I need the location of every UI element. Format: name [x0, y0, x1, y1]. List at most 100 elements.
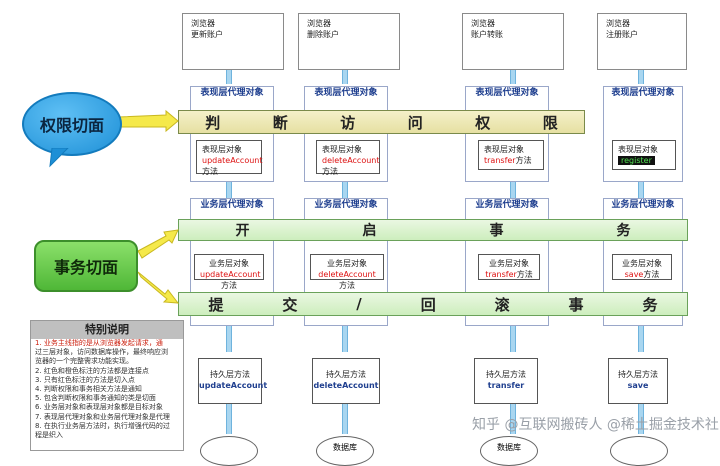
proxy-title: 表现层代理对象 [200, 88, 264, 98]
flow-arrow [226, 70, 232, 84]
auth-check-band: 判 断 访 问 权 限 [178, 110, 585, 134]
proxy-title: 表现层代理对象 [611, 88, 675, 98]
obj-method: updateAccount [202, 156, 263, 165]
pointer-arrow-open [137, 229, 179, 259]
flow-arrow [510, 182, 516, 198]
obj-suffix: 方法 [515, 156, 532, 165]
dao-label: 持久层方法 [486, 370, 526, 379]
dao-label: 持久层方法 [618, 370, 658, 379]
obj-label: 表现层对象 [202, 145, 242, 154]
special-note: 特别说明 1. 业务主线指的是从浏览器发起请求，通 过三层对象，访问数据库操作，… [30, 320, 184, 451]
obj-method: updateAccount [200, 270, 261, 279]
pointer-arrow-auth [117, 109, 179, 133]
note-line: 7. 表现层代理对象和业务层代理对象是代理 [35, 412, 170, 421]
band-char: 断 [272, 113, 288, 132]
commit-rollback-band: 提 交 / 回 滚 事 务 [178, 292, 688, 316]
browser-action: 更新账户 [191, 30, 223, 39]
band-char: 务 [642, 295, 658, 314]
browser-action: 账户转账 [471, 30, 503, 39]
dao-method: save [627, 381, 649, 390]
browser-label: 浏览器 [471, 19, 495, 28]
pointer-arrows [117, 109, 180, 304]
band-char: 回 [420, 295, 436, 314]
flow-arrow [510, 70, 516, 84]
open-transaction-band: 开 启 事 务 [178, 219, 688, 241]
obj-label: 业务层对象 [489, 259, 529, 268]
flow-arrow [342, 182, 348, 198]
obj-label: 表现层对象 [618, 145, 658, 154]
flow-arrow [510, 404, 516, 434]
band-char: 访 [340, 113, 356, 132]
browser-update: 浏览器更新账户 [182, 13, 284, 70]
browser-label: 浏览器 [307, 19, 331, 28]
business-object-transfer: 业务层对象 transfer方法 [478, 254, 540, 280]
obj-suffix: 方法 [322, 167, 338, 176]
dao-method: transfer [487, 381, 525, 390]
browser-action: 删除账户 [307, 30, 339, 39]
note-line: 5. 包含判断权限和事务通知的类是切面 [35, 394, 156, 403]
obj-label: 表现层对象 [322, 145, 362, 154]
obj-method: transfer [484, 156, 516, 165]
obj-suffix: 方法 [202, 167, 218, 176]
band-char: 限 [542, 113, 558, 132]
proxy-title: 表现层代理对象 [475, 88, 539, 98]
browser-label: 浏览器 [606, 19, 630, 28]
dao-transfer: 持久层方法 transfer [474, 358, 538, 404]
obj-suffix: 方法 [516, 270, 533, 279]
obj-label: 表现层对象 [484, 145, 524, 154]
flow-arrow [638, 404, 644, 434]
band-char: 权 [475, 113, 491, 132]
proxy-title: 表现层代理对象 [314, 88, 378, 98]
bubble-tail [49, 148, 69, 168]
presentation-object-transfer: 表现层对象 transfer方法 [478, 140, 544, 170]
obj-suffix: 方法 [339, 281, 355, 290]
flow-arrow [638, 182, 644, 198]
dao-method: deleteAccount [313, 381, 379, 390]
dao-label: 持久层方法 [326, 370, 366, 379]
band-char: 交 [282, 295, 298, 314]
database-label: 数据库 [333, 443, 357, 452]
database-label: 数据库 [497, 443, 521, 452]
note-line: 览器的一个完整需求功能实现。 [35, 357, 133, 366]
business-object-update: 业务层对象 updateAccount 方法 [194, 254, 264, 290]
band-char: 判 [205, 113, 221, 132]
note-line: 2. 红色和橙色标注的方法都是连接点 [35, 366, 149, 375]
flow-arrow [342, 326, 348, 352]
dao-label: 持久层方法 [210, 370, 250, 379]
obj-method: register [618, 156, 655, 165]
browser-transfer: 浏览器账户转账 [462, 13, 564, 70]
watermark: 知乎 @互联网搬砖人 @稀土掘金技术社区 [472, 417, 720, 433]
bubble-label: 权限切面 [39, 116, 104, 135]
browser-label: 浏览器 [191, 19, 215, 28]
browser-delete: 浏览器删除账户 [298, 13, 400, 70]
flow-arrow [226, 404, 232, 434]
obj-suffix: 方法 [221, 281, 237, 290]
browser-action: 注册账户 [606, 30, 638, 39]
band-char: 提 [208, 295, 224, 314]
proxy-title: 业务层代理对象 [611, 200, 675, 210]
flow-arrow [638, 70, 644, 84]
note-line: 程是织入 [35, 431, 63, 440]
note-line: 过三层对象，访问数据库操作，最终响应浏 [35, 348, 168, 357]
note-title: 特别说明 [31, 321, 183, 339]
band-char: 事 [489, 223, 504, 239]
flow-arrow [226, 182, 232, 198]
obj-method: transfer [485, 270, 517, 279]
flow-arrow [510, 326, 516, 352]
pointer-arrow-commit [137, 271, 180, 304]
band-char: 开 [235, 223, 250, 239]
presentation-object-update: 表现层对象 updateAccount 方法 [196, 140, 263, 176]
note-line: 4. 判断权限和事务相关方法是通知 [35, 385, 142, 394]
note-line: 8. 在执行业务层方法时，执行增强代码的过 [35, 421, 170, 430]
auth-aspect-bubble: 权限切面 [22, 92, 122, 156]
dao-delete: 持久层方法 deleteAccount [312, 358, 380, 404]
note-line: 3. 只有红色标注的方法是切入点 [35, 375, 135, 384]
band-char: 务 [616, 223, 631, 239]
obj-label: 业务层对象 [209, 259, 249, 268]
transaction-aspect-bubble: 事务切面 [34, 240, 138, 292]
band-char: 启 [362, 223, 377, 239]
proxy-title: 业务层代理对象 [200, 200, 264, 210]
band-char: 事 [568, 295, 584, 314]
